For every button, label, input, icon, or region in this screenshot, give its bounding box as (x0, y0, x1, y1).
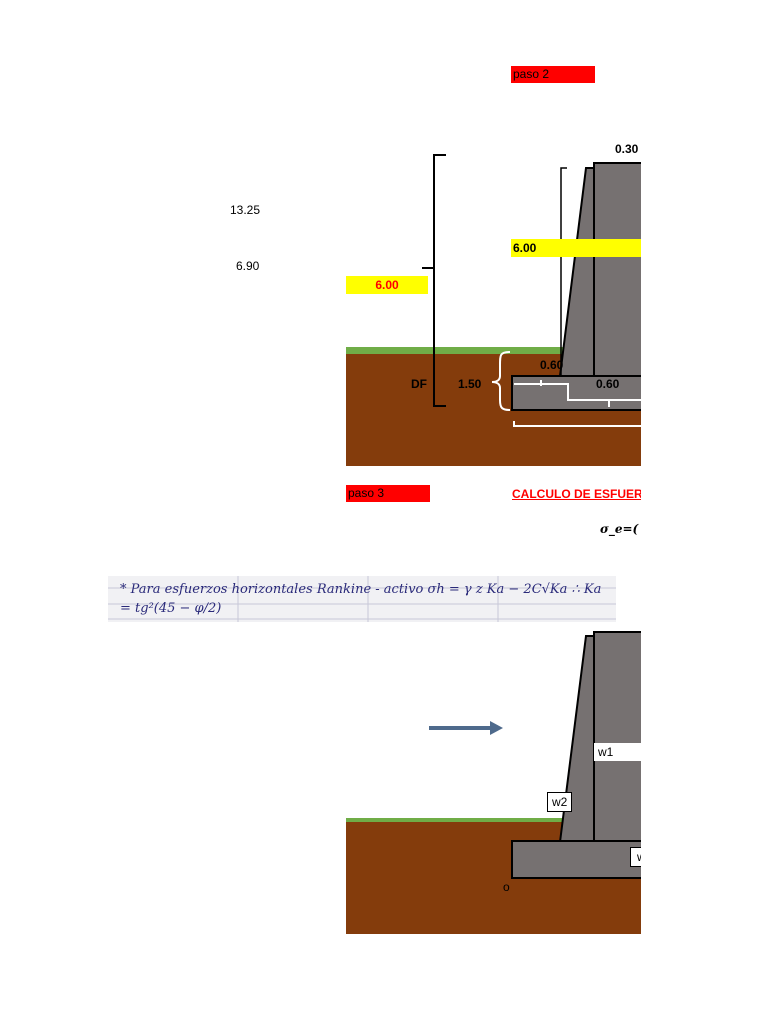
toe-label: 0.60 (540, 358, 564, 372)
handwritten-note: * Para esfuerzos horizontales Rankine - … (108, 576, 616, 622)
wall-stem (593, 162, 641, 378)
stem-bracket (560, 167, 567, 376)
ground-grass-2 (346, 818, 641, 823)
bottom-bracket (513, 421, 641, 427)
retaining-wall-1 (422, 154, 641, 427)
load-arrow-icon (490, 721, 503, 735)
w1-label: w1 (594, 743, 641, 761)
w2-label: w2 (547, 792, 573, 812)
heel-label: 0.60 (596, 377, 620, 391)
content-clip: 0.30 13.25 6.90 6.00 6.00 0.60 0.60 DF 1… (108, 142, 641, 934)
stem-height-label: 6.00 (513, 241, 537, 255)
ground-grass-1 (346, 347, 641, 355)
paso2-label: paso 2 (511, 66, 595, 83)
stress-formula: σ_e=( (600, 522, 639, 536)
stem-height-highlight: 6.00 (511, 239, 641, 257)
df-label: DF (411, 377, 427, 391)
fill-height-highlight: 6.00 (346, 276, 428, 294)
df-brace (491, 351, 511, 411)
wall2-footing (511, 840, 641, 879)
top-width-label: 0.30 (615, 142, 639, 156)
df-value: 1.50 (458, 377, 482, 391)
origin-label: o (503, 880, 510, 894)
wall2-stem (593, 631, 641, 844)
mid-height-label: 6.90 (236, 259, 260, 273)
note-text: * Para esfuerzos horizontales Rankine - … (120, 582, 602, 616)
paso3-label: paso 3 (346, 485, 430, 502)
calc-title: CALCULO DE ESFUERZO (512, 487, 641, 501)
wall-footing (511, 375, 641, 411)
note-grid (108, 576, 616, 622)
fill-height-label: 6.00 (375, 278, 399, 292)
big-bracket (422, 154, 446, 407)
total-height-label: 13.25 (230, 203, 261, 217)
retaining-wall-2 (429, 631, 641, 879)
w3-label: w (630, 847, 641, 867)
